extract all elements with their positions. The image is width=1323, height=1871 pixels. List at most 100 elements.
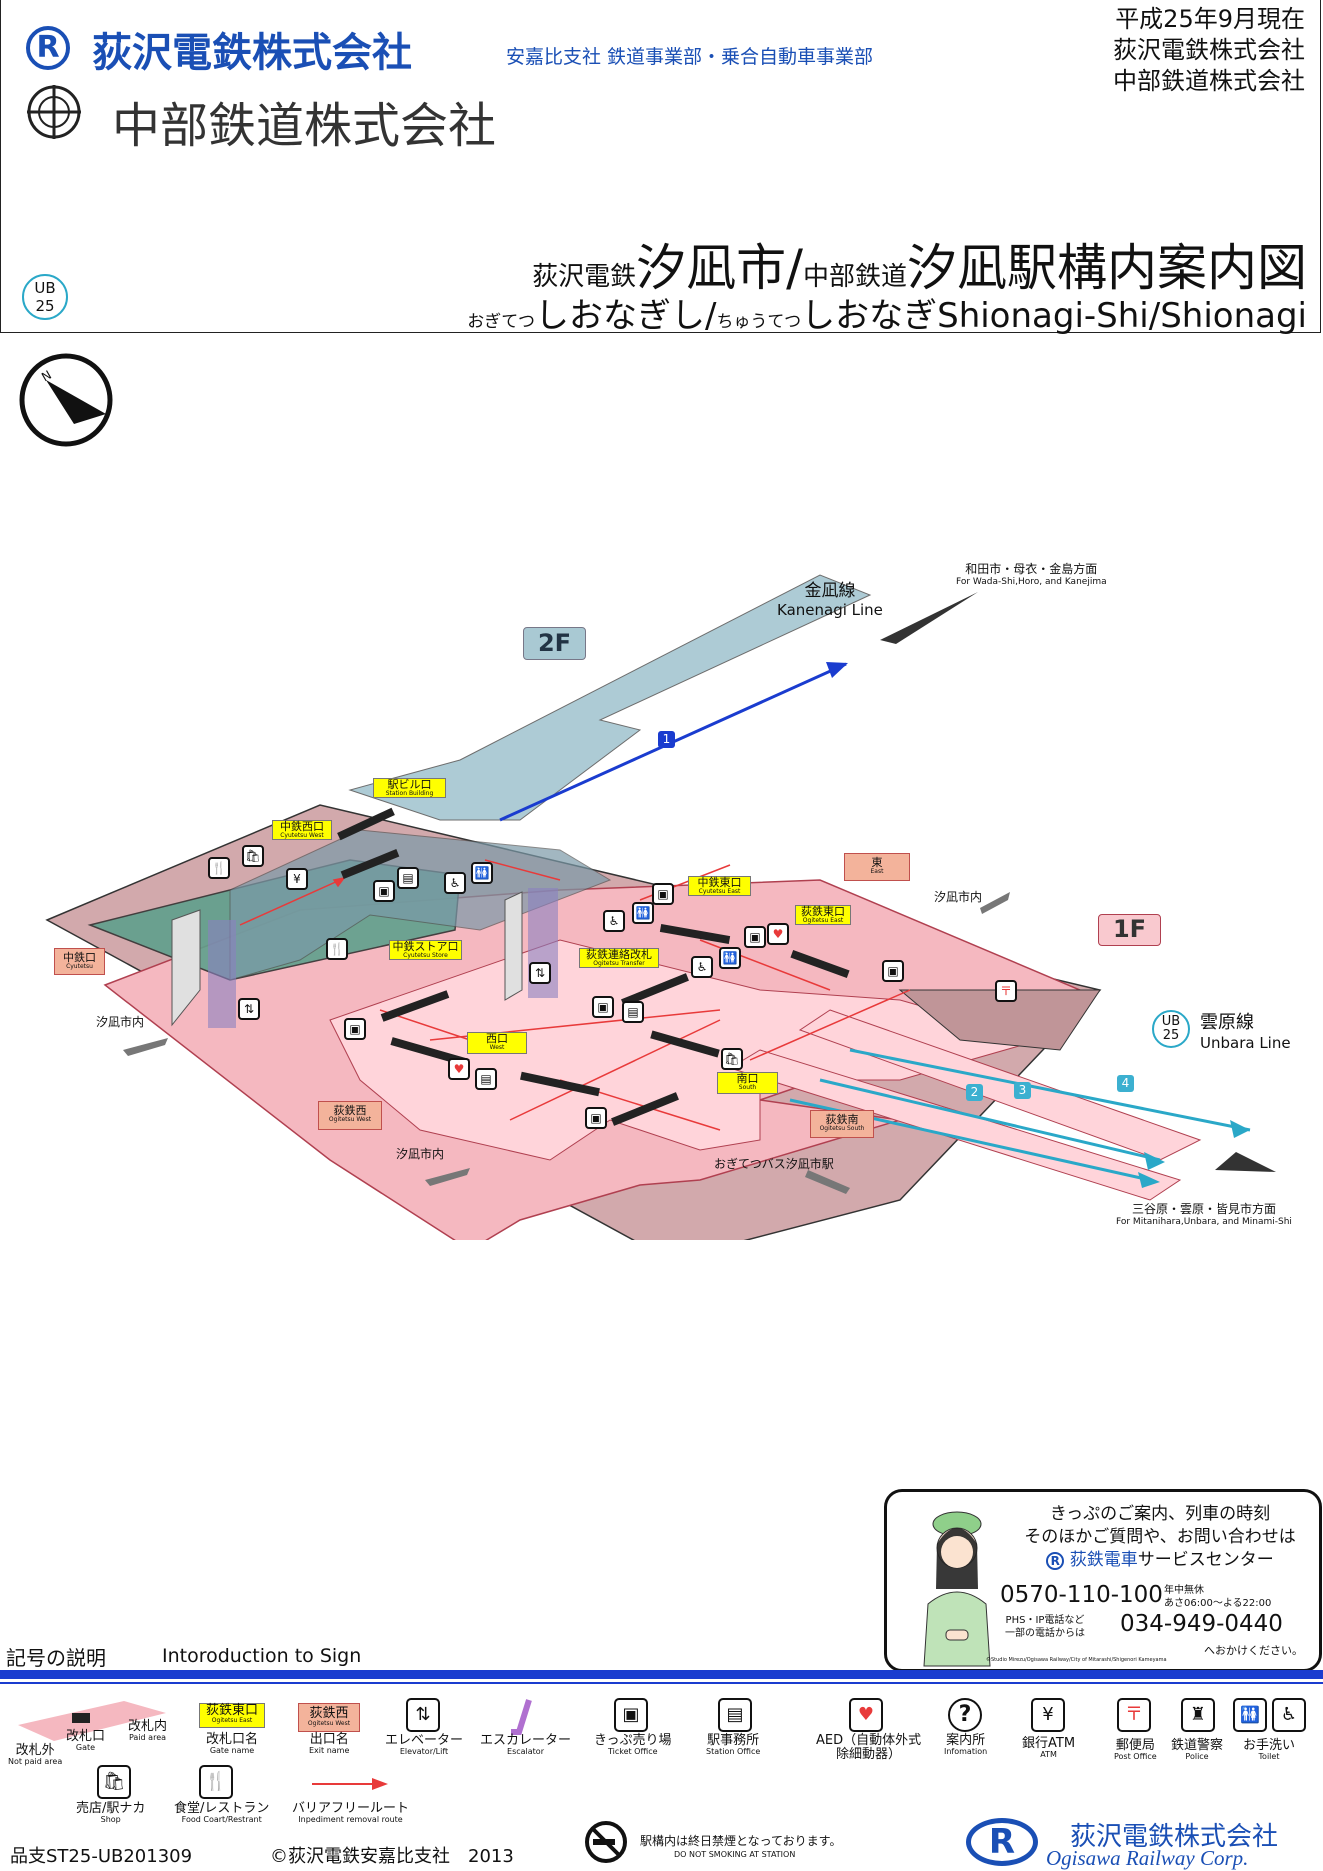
kana-prefix-2: ちゅうてつ: [716, 312, 802, 332]
legend-aed: AED（自動体外式除細動器）: [816, 1733, 922, 1763]
track-4-badge: 4: [1117, 1075, 1134, 1092]
kanenagi-dest-en: For Wada-Shi,Horo, and Kanejima: [956, 577, 1107, 587]
legend-escalator-icon: [511, 1699, 532, 1735]
hours-2: あさ06:00～よる22:00: [1164, 1598, 1272, 1609]
dir-bus-stop: おぎてつバス汐凪市駅: [714, 1157, 834, 1171]
shop-icon-2: 🛍: [721, 1048, 743, 1070]
unbara-line-label: 雲原線 Unbara Line: [1200, 1008, 1291, 1052]
hours-1: 年中無休: [1164, 1585, 1204, 1596]
elevator-icon-2: ⇅: [529, 962, 551, 984]
legend-info-icon: ?: [948, 1698, 982, 1732]
legend-route-arrow-icon: [312, 1778, 388, 1790]
legend-post-icon: 〒: [1117, 1698, 1151, 1732]
legend-toilet-icon: 🚻: [1233, 1698, 1267, 1732]
station-number-badge: UB 25: [22, 274, 68, 320]
footer-logo-icon: R: [966, 1818, 1038, 1866]
issuer-2: 中部鉄道株式会社: [1113, 67, 1305, 95]
street-arrow-east: [980, 892, 1010, 914]
unbara-badge-number: 25: [1162, 1028, 1180, 1043]
legend-divider-thin: [0, 1682, 1323, 1684]
service-hours: 年中無休 あさ06:00～よる22:00: [1164, 1584, 1271, 1610]
dial-note: へおかけください。: [1204, 1644, 1303, 1657]
street-arrow-bus: [805, 1170, 850, 1194]
no-smoking-en: DO NOT SMOKING AT STATION: [674, 1850, 796, 1859]
dir-city-west: 汐凪市内: [96, 1015, 145, 1029]
track-3-badge: 3: [1014, 1082, 1031, 1099]
chubu-railway-logo-icon: [27, 85, 81, 139]
restaurant-icon: 🍴: [208, 857, 230, 879]
service-credit: ©Studio Mirezu/Ogisawa Railway/City of M…: [986, 1657, 1167, 1663]
dir-city-east: 汐凪市内: [934, 890, 983, 904]
issuer-1: 荻沢電鉄株式会社: [1113, 36, 1305, 64]
title-main: 汐凪駅構内案内図: [907, 239, 1307, 297]
issuer-block: 平成25年9月現在 荻沢電鉄株式会社 中部鉄道株式会社: [1113, 4, 1305, 97]
station-title: 荻沢電鉄汐凪市/中部鉄道汐凪駅構内案内図: [532, 228, 1307, 300]
gate-barriers: [337, 807, 850, 1126]
kanenagi-line-label: 金凪線 Kanenagi Line: [777, 576, 883, 619]
ticket-office-icon-3: ▣: [652, 883, 674, 905]
phone-main: 0570-110-100: [1000, 1582, 1163, 1608]
service-line-2: そのほかご質問や、お問い合わせは: [1024, 1527, 1296, 1547]
track-3: [819, 1078, 1161, 1162]
restaurant-icon-2: 🍴: [326, 938, 348, 960]
footer-brand-ja: 荻沢電鉄株式会社: [1070, 1822, 1279, 1851]
badge-line-code: UB: [34, 279, 56, 297]
escalator-east: [504, 891, 523, 1001]
kanenagi-dest-ja: 和田市・母衣・金島方面: [965, 562, 1098, 576]
unbara-dest-ja: 三谷原・雲原・皆見市方面: [1131, 1202, 1276, 1216]
kanenagi-destination: 和田市・母衣・金島方面 For Wada-Shi,Horo, and Kanej…: [956, 560, 1107, 587]
wheelchair-icon-2: ♿: [603, 910, 625, 932]
conductor-illustration-icon: [923, 1511, 991, 1667]
legend-title-en: Intoroduction to Sign: [162, 1645, 362, 1667]
unbara-station-badge: UB 25: [1152, 1010, 1190, 1048]
company-main-name: 荻沢電鉄株式会社: [92, 30, 412, 76]
unbara-dest-en: For Mitanihara,Unbara, and Minami-Shi: [1116, 1217, 1292, 1227]
unbara-line-en: Unbara Line: [1200, 1034, 1291, 1052]
shop-icon: 🛍: [242, 845, 264, 867]
legend-divider: [0, 1670, 1323, 1679]
ogisawa-logo-icon: R: [26, 26, 70, 70]
title-station-1: 汐凪市: [636, 239, 787, 297]
area-2f-platform: [348, 574, 872, 821]
toilet-icon-2: 🚻: [632, 902, 654, 924]
legend-aed-icon: ♥: [849, 1698, 883, 1732]
ticket-office-icon-7: ▣: [882, 960, 904, 982]
service-logo-icon: R: [1046, 1552, 1065, 1570]
phone-alt: 034-949-0440: [1120, 1611, 1283, 1637]
legend-ticket-icon: ▣: [614, 1698, 648, 1732]
station-title-kana: おぎてつしおなぎし/ちゅうてつしおなぎShionagi-Shi/Shionagi: [467, 288, 1307, 337]
ticket-office-icon: ▣: [373, 880, 395, 902]
toilet-icon-3: 🚻: [719, 947, 741, 969]
post-office-icon: 〒: [995, 980, 1017, 1002]
phs-note-1: PHS・IP電話など: [1005, 1615, 1085, 1626]
company-branch: 安嘉比支社 鉄道事業部・乗合自動車事業部: [506, 46, 874, 68]
unbara-direction-arrow: [1215, 1152, 1276, 1172]
legend-police-icon: ♜: [1181, 1698, 1215, 1732]
ticket-office-icon-5: ▣: [744, 926, 766, 948]
wheelchair-icon: ♿: [444, 872, 466, 894]
dir-city-south: 汐凪市内: [396, 1147, 445, 1161]
station-map: [45, 574, 1276, 1240]
legend-area-sample: [18, 1701, 166, 1741]
date-as-of: 平成25年9月現在: [1115, 5, 1305, 33]
service-center-name: R 荻鉄電車サービスセンター: [1000, 1549, 1320, 1572]
ticket-office-icon-2: ▣: [344, 1018, 366, 1040]
floor-1f-label: 1F: [1098, 914, 1161, 946]
track-2-badge: 2: [966, 1084, 983, 1101]
unbara-destination: 三谷原・雲原・皆見市方面 For Mitanihara,Unbara, and …: [1116, 1200, 1292, 1227]
